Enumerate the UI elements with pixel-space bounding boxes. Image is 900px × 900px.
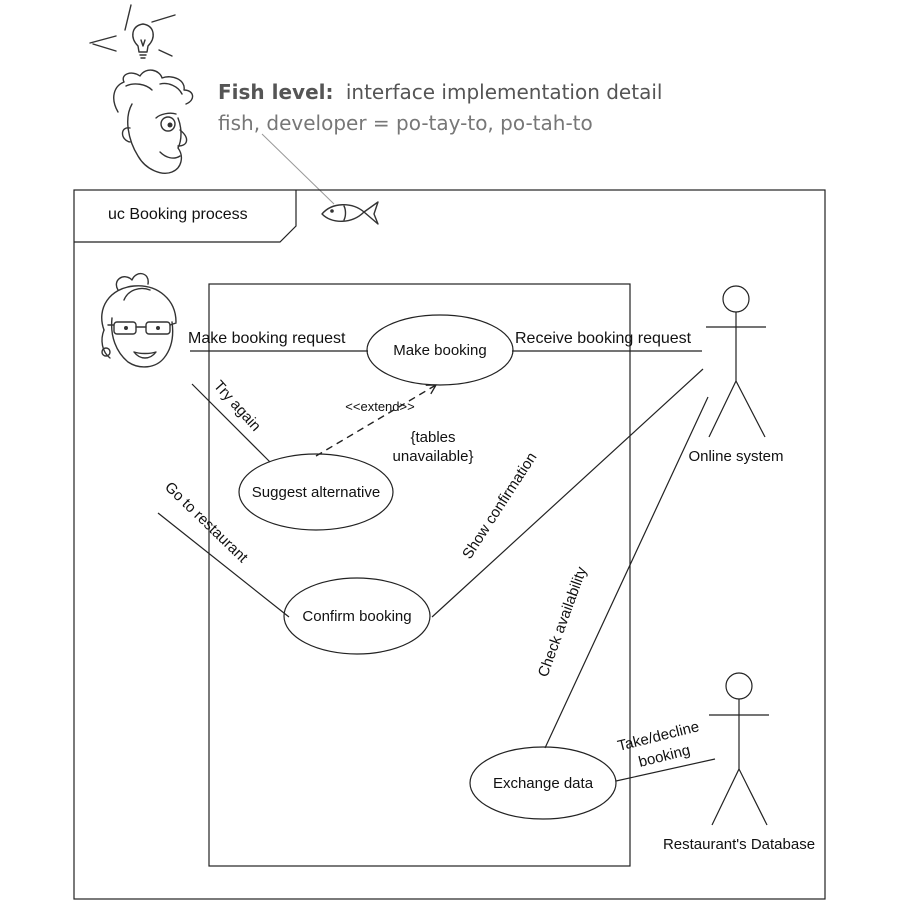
label-go-to-restaurant: Go to restaurant bbox=[161, 479, 251, 567]
extend-condition-line1: {tables bbox=[410, 429, 455, 446]
annotation-subline: fish, developer = po-tay-to, po-tah-to bbox=[218, 111, 593, 135]
use-case-make-booking: Make booking bbox=[366, 314, 514, 386]
actor-online-system: Online system bbox=[688, 285, 784, 465]
association-customer-confirm-booking bbox=[157, 512, 290, 618]
label-receive-booking-request: Receive booking request bbox=[515, 330, 692, 347]
use-case-exchange-data: Exchange data bbox=[469, 746, 617, 820]
association-confirm-booking-online-system bbox=[431, 368, 704, 618]
fish-icon bbox=[321, 201, 379, 225]
extend-condition-line2: unavailable} bbox=[393, 448, 474, 465]
frame-title-tab bbox=[74, 190, 297, 243]
label-try-again: Try again bbox=[210, 377, 264, 434]
annotation-pointer bbox=[261, 133, 335, 205]
svg-text:Fish level: interface impl: Fish level: interface implementation det… bbox=[218, 80, 662, 104]
actor-online-system-label: Online system bbox=[688, 448, 783, 465]
use-case-suggest-alternative-label: Suggest alternative bbox=[252, 484, 380, 501]
extend-stereotype: <<extend>> bbox=[345, 399, 414, 414]
system-boundary bbox=[208, 283, 631, 867]
uml-frame bbox=[73, 189, 826, 900]
annotation-heading-rest: interface implementation detail bbox=[346, 80, 663, 104]
label-check-availability: Check availability bbox=[535, 564, 591, 679]
use-case-suggest-alternative: Suggest alternative bbox=[238, 453, 394, 531]
label-show-confirmation: Show confirmation bbox=[459, 449, 540, 562]
lightbulb-icon bbox=[89, 4, 176, 59]
association-exchange-data-online-system bbox=[544, 396, 709, 749]
label-make-booking-request: Make booking request bbox=[188, 330, 346, 347]
actor-restaurant-database: Restaurant's Database bbox=[663, 672, 815, 853]
use-case-confirm-booking: Confirm booking bbox=[283, 577, 431, 655]
developer-face-icon bbox=[113, 69, 194, 174]
use-case-confirm-booking-label: Confirm booking bbox=[302, 608, 411, 625]
frame-title: uc Booking process bbox=[108, 206, 248, 223]
association-customer-suggest-alternative bbox=[191, 383, 271, 463]
use-case-exchange-data-label: Exchange data bbox=[493, 775, 594, 792]
annotation-heading-bold: Fish level: bbox=[218, 80, 334, 104]
actor-restaurant-database-label: Restaurant's Database bbox=[663, 836, 815, 853]
association-exchange-data-database bbox=[615, 758, 716, 782]
customer-face-icon bbox=[101, 273, 177, 368]
use-case-make-booking-label: Make booking bbox=[393, 342, 486, 359]
